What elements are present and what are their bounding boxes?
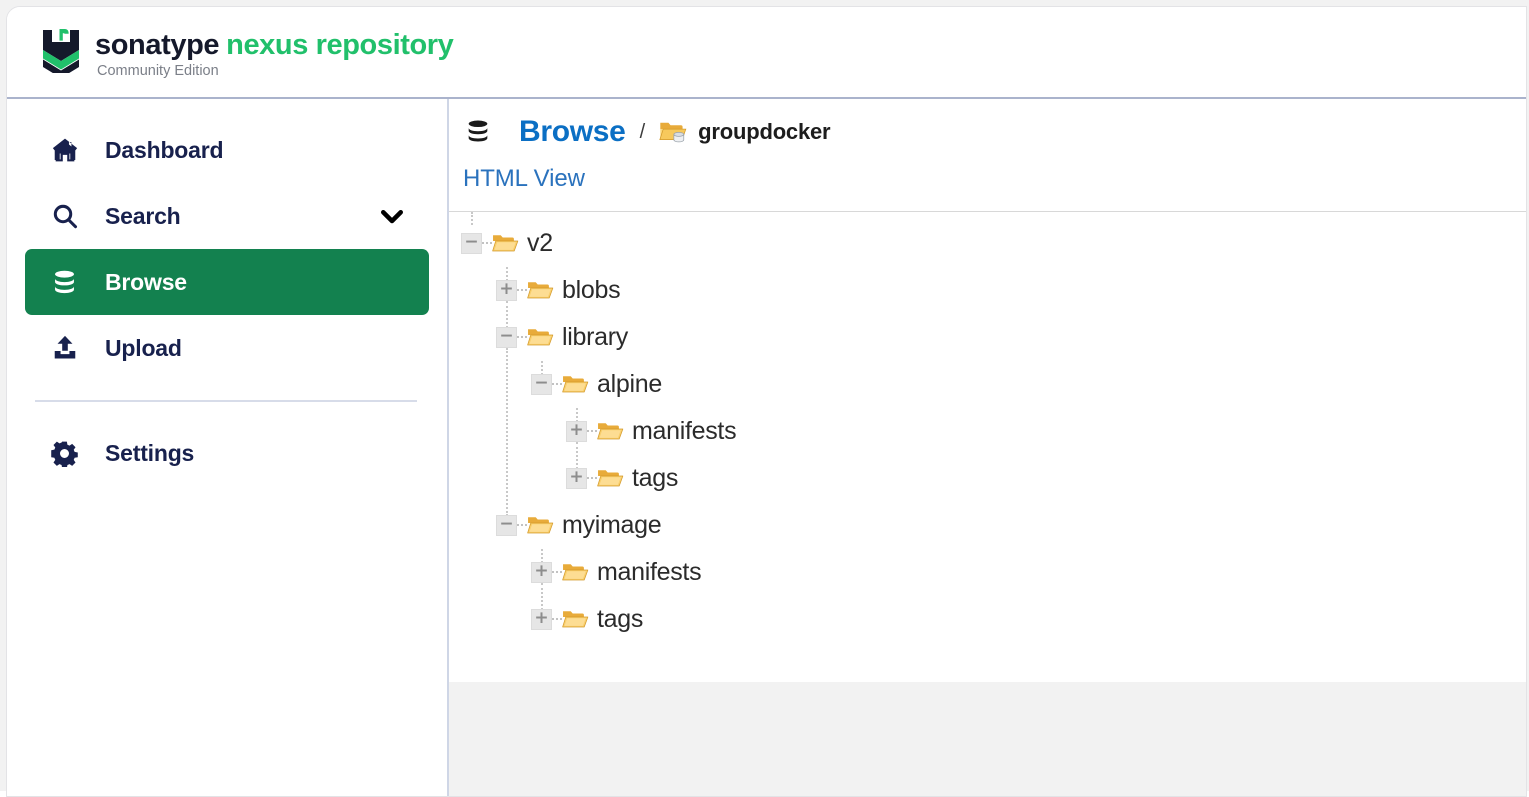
sidebar-item-label: Dashboard	[105, 136, 224, 163]
sidebar-item-upload[interactable]: Upload	[25, 315, 429, 381]
brand-name-secondary: nexus repository	[226, 29, 454, 61]
tree-node[interactable]: − alpine	[449, 361, 1526, 408]
html-view-link[interactable]: HTML View	[463, 165, 585, 192]
tree-toggle-expand-icon[interactable]: +	[566, 468, 587, 489]
tree-node[interactable]: + tags	[449, 455, 1526, 502]
tree-node-label: blobs	[562, 276, 621, 304]
tree-guide-line	[506, 347, 508, 516]
breadcrumb-root-link[interactable]: Browse	[519, 115, 626, 148]
sidebar-divider	[35, 400, 417, 402]
sonatype-chevron-logo-icon	[39, 27, 83, 78]
tree-node-label: alpine	[597, 370, 662, 398]
html-view-row: HTML View	[449, 143, 1526, 193]
tree-node-label: tags	[632, 464, 679, 492]
open-folder-icon	[492, 232, 519, 256]
tree-toggle-expand-icon[interactable]: +	[531, 562, 552, 583]
open-folder-icon	[562, 608, 589, 632]
tree-node-label: manifests	[632, 417, 737, 445]
breadcrumb-repository-label: groupdocker	[698, 119, 831, 144]
sidebar-item-dashboard[interactable]: Dashboard	[25, 117, 429, 183]
tree-node[interactable]: − v2	[449, 220, 1526, 267]
breadcrumb-repository[interactable]: groupdocker	[659, 119, 831, 145]
tree-connector	[517, 289, 527, 292]
tree-toggle-collapse-icon[interactable]: −	[496, 327, 517, 348]
tree-connector	[552, 618, 562, 621]
tree-connector	[552, 571, 562, 574]
database-icon	[463, 119, 493, 145]
open-folder-icon	[527, 514, 554, 538]
tree-node-label: myimage	[562, 511, 662, 539]
main-content: Browse /	[449, 99, 1526, 796]
tree-toggle-collapse-icon[interactable]: −	[461, 233, 482, 254]
tree-toggle-expand-icon[interactable]: +	[496, 280, 517, 301]
sidebar-item-search[interactable]: Search	[25, 183, 429, 249]
brand-edition: Community Edition	[97, 63, 219, 79]
open-folder-icon	[597, 420, 624, 444]
tree-node[interactable]: + manifests	[449, 408, 1526, 455]
tree-node-label: library	[562, 323, 628, 351]
tree-toggle-collapse-icon[interactable]: −	[531, 374, 552, 395]
tree-guide-line	[541, 549, 543, 563]
upload-icon	[51, 334, 85, 362]
tree-node[interactable]: + blobs	[449, 267, 1526, 314]
panel-divider	[449, 211, 1526, 212]
folder-repository-icon	[659, 119, 687, 145]
tree-connector	[482, 242, 492, 245]
tree-node-label: manifests	[597, 558, 702, 586]
repository-tree: − v2 + blobs − library − alpine + manifests + tags −…	[449, 212, 1526, 643]
tree-guide-line	[541, 361, 543, 375]
body-split: Dashboard Search	[7, 99, 1526, 796]
breadcrumb-separator: /	[639, 120, 646, 143]
tree-guide-line	[471, 212, 473, 225]
tree-connector	[517, 524, 527, 527]
sidebar: Dashboard Search	[7, 99, 449, 796]
open-folder-icon	[527, 279, 554, 303]
tree-node-label: v2	[527, 229, 553, 257]
open-folder-icon	[527, 326, 554, 350]
tree-guide-line	[506, 300, 508, 328]
tree-guide-line	[576, 408, 578, 422]
tree-toggle-expand-icon[interactable]: +	[566, 421, 587, 442]
open-folder-icon	[597, 467, 624, 491]
browse-panel: Browse /	[449, 99, 1526, 682]
sidebar-nav: Dashboard Search	[7, 99, 447, 486]
sidebar-item-label: Upload	[105, 334, 182, 361]
tree-connector	[517, 336, 527, 339]
sidebar-item-settings[interactable]: Settings	[25, 420, 429, 486]
tree-guide-line	[506, 267, 508, 281]
tree-node[interactable]: + tags	[449, 596, 1526, 643]
open-folder-icon	[562, 561, 589, 585]
breadcrumb: Browse /	[449, 99, 1526, 148]
tree-guide-line	[576, 441, 578, 469]
open-folder-icon	[562, 373, 589, 397]
database-icon	[51, 269, 85, 296]
tree-toggle-collapse-icon[interactable]: −	[496, 515, 517, 536]
tree-node[interactable]: − myimage	[449, 502, 1526, 549]
tree-connector	[587, 477, 597, 480]
tree-connector	[552, 383, 562, 386]
tree-guide-line	[541, 582, 543, 610]
gear-icon	[51, 440, 85, 467]
tree-node-label: tags	[597, 605, 644, 633]
search-icon	[51, 202, 85, 230]
tree-node[interactable]: + manifests	[449, 549, 1526, 596]
chevron-down-icon[interactable]	[377, 201, 407, 231]
sidebar-item-label: Browse	[105, 268, 187, 295]
sidebar-item-label: Settings	[105, 439, 195, 466]
sidebar-item-browse[interactable]: Browse	[25, 249, 429, 315]
tree-toggle-expand-icon[interactable]: +	[531, 609, 552, 630]
home-icon	[51, 136, 85, 164]
tree-node[interactable]: − library	[449, 314, 1526, 361]
tree-connector	[587, 430, 597, 433]
sidebar-item-label: Search	[105, 202, 181, 229]
brand-name-primary: sonatype	[95, 29, 220, 61]
